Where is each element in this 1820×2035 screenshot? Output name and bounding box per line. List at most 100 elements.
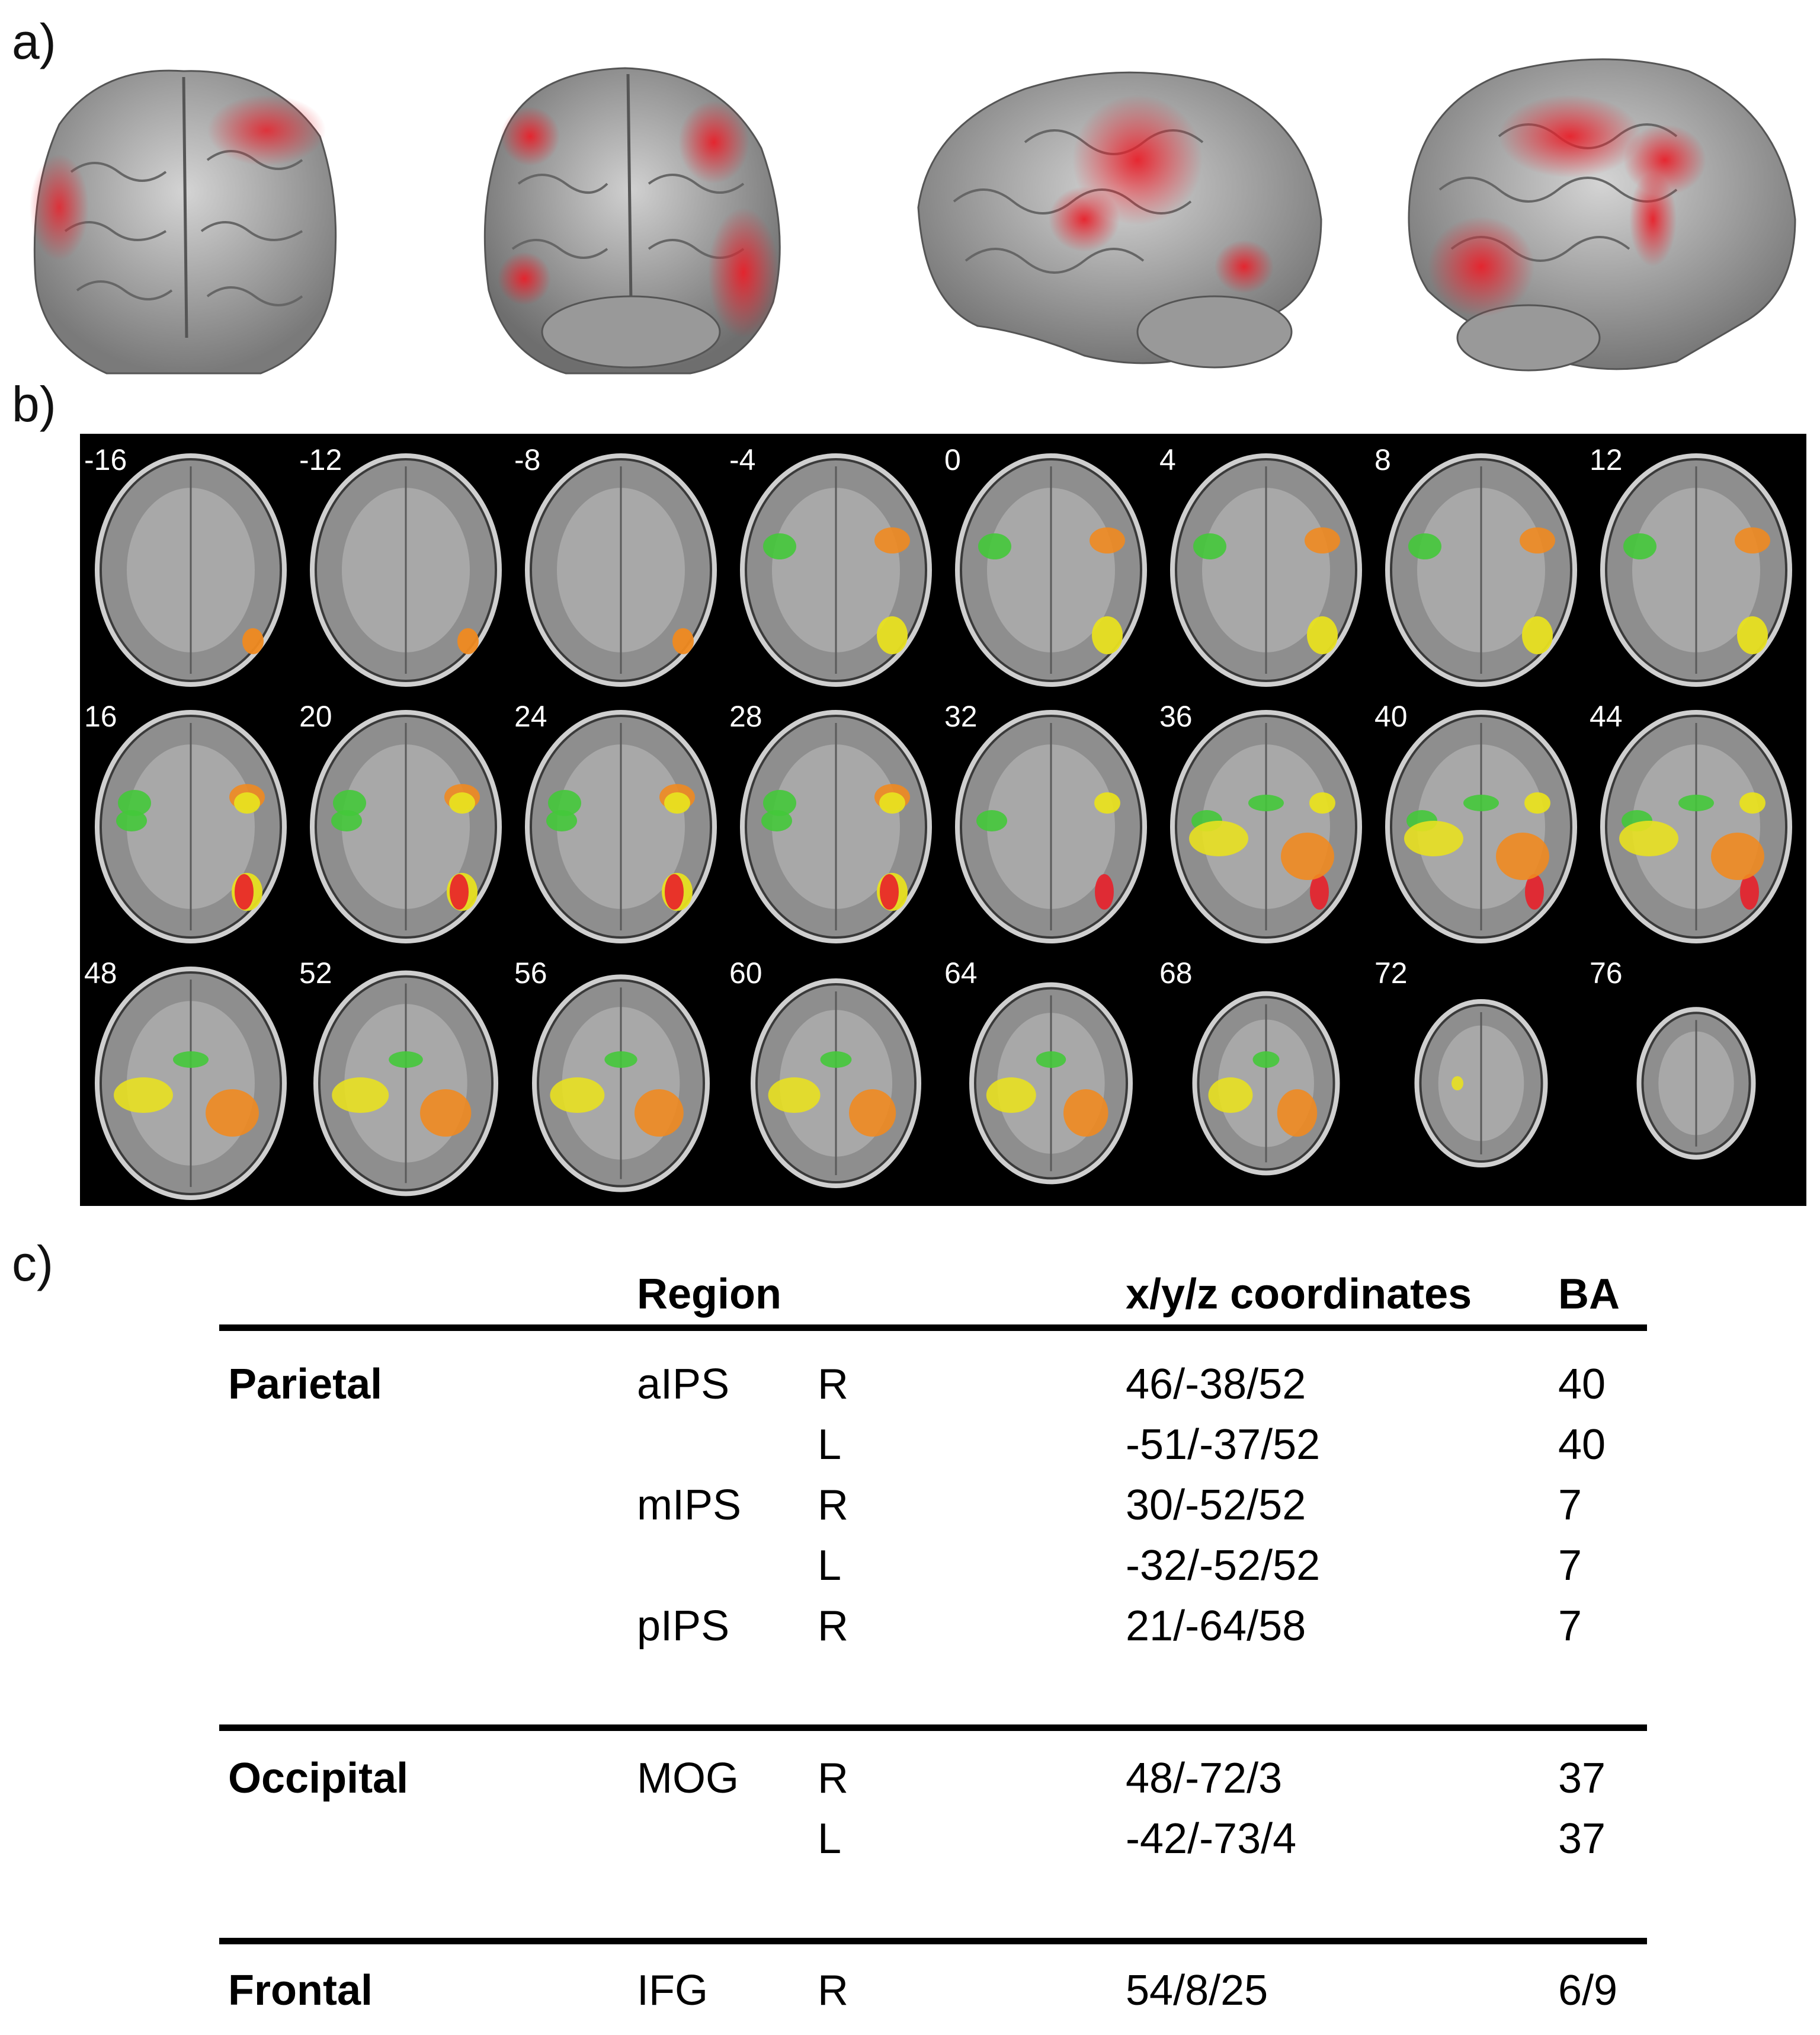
section-rule-1	[219, 1724, 1647, 1731]
axial-slice: 60	[728, 950, 944, 1207]
axial-slice: 68	[1158, 950, 1374, 1207]
slice-number: 56	[514, 956, 547, 990]
slice-number: -4	[729, 443, 756, 476]
slice-image	[1170, 710, 1362, 943]
cell-group: Occipital	[228, 1755, 409, 1802]
cell-side: R	[818, 1482, 848, 1529]
slice-image	[751, 978, 921, 1189]
header-coordinates: x/y/z coordinates	[1126, 1271, 1472, 1318]
cell-side: L	[818, 1815, 842, 1863]
axial-slice: 24	[513, 693, 729, 951]
brain-view-1	[30, 69, 337, 375]
slice-number: 44	[1590, 700, 1623, 733]
cell-coordinates: -51/-37/52	[1126, 1421, 1321, 1468]
cell-side: R	[818, 1755, 848, 1802]
slice-number: 64	[944, 956, 978, 990]
slice-image	[1170, 453, 1362, 687]
slice-number: 40	[1374, 700, 1408, 733]
cell-ba: 7	[1558, 1602, 1582, 1650]
cell-coordinates: 54/8/25	[1126, 1967, 1268, 2014]
cell-side: L	[818, 1421, 842, 1468]
axial-slice: -16	[83, 437, 299, 694]
slice-number: -8	[514, 443, 541, 476]
slice-image	[1600, 453, 1792, 687]
panel-label-c: c)	[12, 1236, 53, 1291]
slice-number: 28	[729, 700, 762, 733]
cell-group: Parietal	[228, 1361, 383, 1408]
axial-slice: 28	[728, 693, 944, 951]
axial-slice-grid: -16 -12 -8	[80, 434, 1806, 1206]
header-ba: BA	[1558, 1271, 1620, 1318]
brain-view-4	[1408, 58, 1796, 372]
slice-number: 24	[514, 700, 547, 733]
axial-slice: 72	[1373, 950, 1589, 1207]
cell-side: R	[818, 1361, 848, 1408]
axial-slice: -4	[728, 437, 944, 694]
slice-image	[95, 967, 287, 1200]
slice-number: 20	[299, 700, 332, 733]
slice-number: 16	[84, 700, 117, 733]
axial-slice: 4	[1158, 437, 1374, 694]
slice-number: 0	[944, 443, 961, 476]
cell-group: Frontal	[228, 1967, 373, 2014]
cell-ba: 40	[1558, 1361, 1606, 1408]
slice-image	[313, 970, 498, 1196]
axial-slice: 76	[1588, 950, 1804, 1207]
slice-number: 76	[1590, 956, 1623, 990]
cell-coordinates: 48/-72/3	[1126, 1755, 1283, 1802]
section-rule-2	[219, 1938, 1647, 1944]
axial-slice: -12	[298, 437, 514, 694]
cell-coordinates: 30/-52/52	[1126, 1482, 1306, 1529]
header-region: Region	[637, 1271, 781, 1318]
slice-image	[525, 453, 717, 687]
brain-renderings-row	[0, 41, 1820, 391]
cell-side: R	[818, 1602, 848, 1650]
slice-image	[95, 453, 287, 687]
slice-number: 36	[1159, 700, 1193, 733]
cell-ba: 7	[1558, 1542, 1582, 1589]
slice-number: 48	[84, 956, 117, 990]
cell-ba: 37	[1558, 1815, 1606, 1863]
slice-image	[955, 453, 1147, 687]
axial-slice: 56	[513, 950, 729, 1207]
cell-ba: 37	[1558, 1755, 1606, 1802]
axial-slice: 48	[83, 950, 299, 1207]
slice-image	[1636, 1007, 1756, 1160]
slice-image	[1385, 453, 1577, 687]
cell-coordinates: -32/-52/52	[1126, 1542, 1321, 1589]
axial-slice: 64	[943, 950, 1159, 1207]
axial-slice: 44	[1588, 693, 1804, 951]
panel-label-a: a)	[12, 14, 56, 69]
axial-slice: 32	[943, 693, 1159, 951]
slice-number: 60	[729, 956, 762, 990]
brain-view-2	[483, 67, 781, 375]
axial-slice: 8	[1373, 437, 1589, 694]
slice-number: -16	[84, 443, 127, 476]
axial-slice: 12	[1588, 437, 1804, 694]
cell-region: pIPS	[637, 1602, 730, 1650]
axial-slice: 36	[1158, 693, 1374, 951]
slice-number: 52	[299, 956, 332, 990]
axial-slice: 0	[943, 437, 1159, 694]
slice-image	[969, 982, 1133, 1185]
cell-ba: 40	[1558, 1421, 1606, 1468]
cell-coordinates: 21/-64/58	[1126, 1602, 1306, 1650]
slice-number: 4	[1159, 443, 1176, 476]
panel-label-b: b)	[12, 376, 56, 432]
cell-region: aIPS	[637, 1361, 730, 1408]
slice-image	[1385, 710, 1577, 943]
region-table: Region x/y/z coordinates BA Parietal aIPS…	[219, 1262, 1647, 2035]
cell-coordinates: 46/-38/52	[1126, 1361, 1306, 1408]
axial-slice: 20	[298, 693, 514, 951]
cell-side: R	[818, 1967, 848, 2014]
slice-image	[532, 974, 710, 1192]
slice-image	[310, 453, 502, 687]
slice-image	[95, 710, 287, 943]
slice-number: 68	[1159, 956, 1193, 990]
slice-image	[1414, 999, 1548, 1168]
cell-region: IFG	[637, 1967, 708, 2014]
axial-slice: 52	[298, 950, 514, 1207]
slice-number: -12	[299, 443, 342, 476]
slice-number: 8	[1374, 443, 1391, 476]
slice-image	[310, 710, 502, 943]
